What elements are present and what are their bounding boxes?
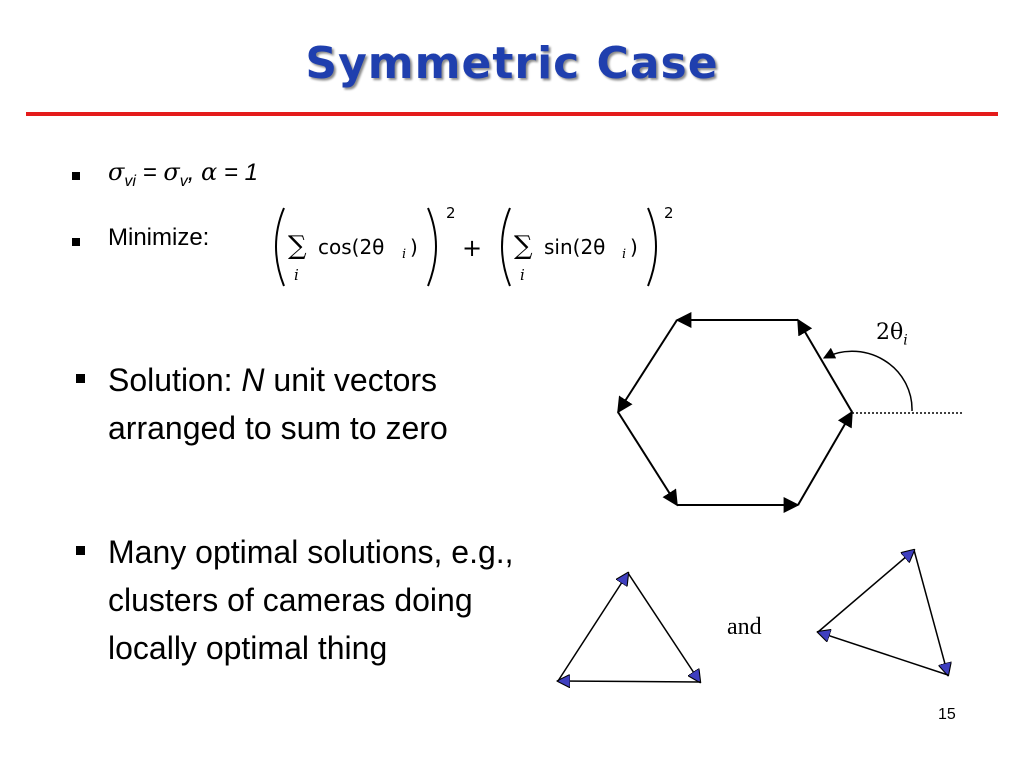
cos-close: ): [410, 235, 418, 259]
solution-suffix: unit vectors arranged to sum to zero: [108, 362, 448, 446]
title-divider: [26, 112, 998, 116]
hex-vector: [617, 411, 678, 507]
sum-index-2: i: [520, 266, 525, 284]
sub-vi: vi: [124, 172, 136, 190]
hexagon-vectors: [617, 312, 853, 513]
equals-one: = 1: [217, 159, 258, 186]
and-label: and: [727, 614, 762, 640]
sigma-symbol-2: σ: [163, 158, 180, 186]
tri-vector: [558, 681, 701, 682]
sum-symbol-1: ∑: [288, 231, 307, 261]
minimize-label: Minimize:: [108, 224, 210, 251]
many-solutions-text: Many optimal solutions, e.g., clusters o…: [108, 534, 514, 666]
sin-close: ): [630, 235, 638, 259]
hex-vector: [797, 410, 853, 506]
page-number: 15: [938, 706, 956, 723]
slide-title: Symmetric Case: [305, 38, 719, 89]
solution-N: N: [241, 362, 265, 398]
equals: =: [135, 159, 164, 186]
bullet-marker: [76, 374, 85, 383]
hex-vector: [617, 319, 678, 414]
plus-sign: +: [462, 234, 482, 262]
tri-vector: [818, 632, 949, 676]
bullet-marker: [72, 238, 80, 246]
sum-index-1: i: [294, 266, 299, 284]
sin-index: i: [622, 247, 626, 262]
sub-v: v: [179, 172, 188, 190]
bullet-marker: [72, 172, 80, 180]
power-1: 2: [446, 204, 456, 222]
triangle-right: [818, 550, 948, 675]
tri-vector: [557, 573, 628, 682]
bullet-marker: [76, 546, 85, 555]
solution-text: Solution: N unit vectors arranged to sum…: [108, 356, 548, 452]
angle-arc: [822, 347, 913, 412]
solution-prefix: Solution:: [108, 362, 242, 398]
condition-line: σvi = σv, α = 1: [108, 158, 258, 191]
comma: ,: [187, 159, 202, 186]
tri-vector: [817, 550, 914, 633]
sum-symbol-2: ∑: [514, 231, 533, 261]
angle-sub: i: [903, 332, 908, 349]
sigma-symbol: σ: [108, 158, 125, 186]
triangle-left: [558, 573, 700, 682]
sin-term: sin(2θ: [544, 235, 605, 259]
alpha-symbol: α: [201, 158, 218, 186]
angle-text: 2θ: [876, 320, 904, 345]
power-2: 2: [664, 204, 674, 222]
tri-vector: [913, 549, 948, 675]
tri-vector: [627, 572, 700, 682]
cos-term: cos(2θ: [318, 235, 384, 259]
cos-index: i: [402, 247, 406, 262]
minimize-formula: ∑ i cos(2θ i ) 2 + ∑ i sin(2θ i ) 2: [275, 204, 674, 287]
angle-label: 2θi: [876, 320, 908, 348]
hex-vector: [797, 318, 853, 413]
